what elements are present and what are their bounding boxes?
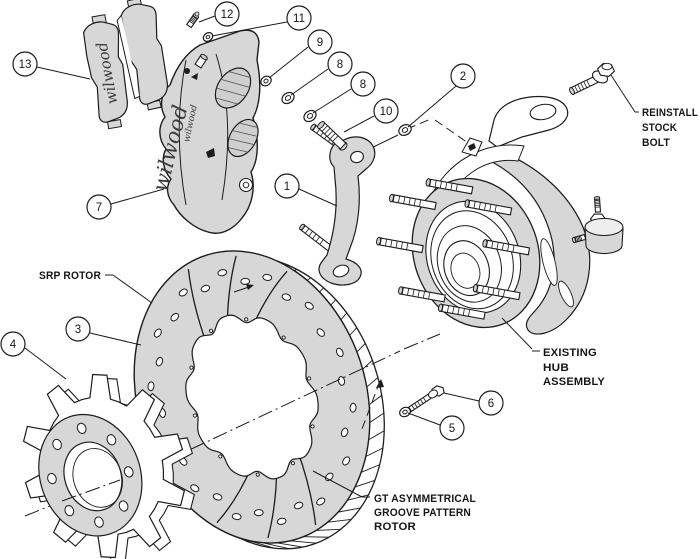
mount-bolt-10 <box>317 121 348 151</box>
label-existing-hub: EXISTING HUB ASSEMBLY <box>501 317 605 388</box>
callout-1: 1 <box>274 173 300 199</box>
hub-text-1: EXISTING <box>543 347 597 359</box>
callout-4-number: 4 <box>10 339 17 351</box>
srp-rotor-text: SRP ROTOR <box>39 270 101 282</box>
shield-tab-slot <box>468 143 476 151</box>
caliper-bolt-hole <box>238 177 254 193</box>
callout-9-number: 9 <box>317 37 323 49</box>
callout-5: 5 <box>439 415 465 441</box>
reinstall-text-2: STOCK <box>642 122 677 134</box>
rotor-washer-5 <box>399 406 411 418</box>
callout-6: 6 <box>478 390 504 416</box>
knuckle-ear-hole <box>529 103 557 121</box>
gt-text-3: ROTOR <box>374 521 416 533</box>
callout-6-number: 6 <box>488 398 494 410</box>
brake-pad-rear <box>116 0 169 111</box>
reinstall-text-3: BOLT <box>642 137 670 149</box>
callout-4: 4 <box>0 331 26 357</box>
callout-3: 3 <box>65 316 91 342</box>
label-reinstall-stock-bolt: REINSTALL STOCK BOLT <box>610 74 698 149</box>
callout-8a: 8 <box>327 51 353 77</box>
bleed-screw-washer-11 <box>202 32 214 42</box>
callout-2-number: 2 <box>460 71 466 83</box>
callout-8b: 8 <box>350 71 376 97</box>
bracket-top-hole <box>350 150 364 164</box>
callout-balloons: 13 12 11 9 8 8 10 2 7 1 3 4 6 5 <box>0 1 504 441</box>
washer-9 <box>260 75 272 87</box>
callout-7: 7 <box>86 194 112 220</box>
rotor-bolt-hardware <box>361 379 445 430</box>
hub-text-3: ASSEMBLY <box>543 376 605 388</box>
knuckle-vent-slot <box>558 280 574 308</box>
brake-pads: wilwood <box>83 0 169 130</box>
bracket-bottom-hole <box>332 264 350 278</box>
callout-8a-number: 8 <box>337 59 343 71</box>
callout-13: 13 <box>12 51 38 77</box>
callout-11: 11 <box>286 5 312 31</box>
gt-text-2: GROOVE PATTERN <box>374 507 471 519</box>
brake-pad-front: wilwood <box>83 14 128 130</box>
rotor-face-details <box>147 255 357 539</box>
knuckle-ear <box>488 95 569 148</box>
callout-10-number: 10 <box>380 106 393 118</box>
bracket-arm <box>318 136 376 286</box>
rotor-hat <box>22 373 195 559</box>
gt-text-1: GT ASYMMETRICAL <box>374 493 476 505</box>
callout-3-number: 3 <box>75 324 81 336</box>
axis-arrow <box>376 379 384 388</box>
callout-2: 2 <box>450 63 476 89</box>
label-gt-rotor: GT ASYMMETRICAL GROOVE PATTERN ROTOR <box>312 470 476 533</box>
callout-9: 9 <box>307 29 333 55</box>
stock-bolt <box>569 62 616 96</box>
caliper: wilwood wilwood <box>148 29 261 234</box>
caliper-bracket <box>299 123 376 286</box>
caliper-panel-edge <box>178 59 187 206</box>
label-srp-rotor: SRP ROTOR <box>39 270 153 304</box>
rotation-arrow <box>233 284 254 293</box>
callout-leaders <box>24 15 480 426</box>
ball-joint <box>571 196 624 255</box>
callout-13-number: 13 <box>19 59 32 71</box>
callout-7-number: 7 <box>96 202 102 214</box>
hub-text-2: HUB <box>543 362 569 374</box>
callout-12-number: 12 <box>221 9 234 21</box>
washer-8b <box>303 109 317 123</box>
srp-rotor <box>133 250 385 550</box>
callout-5-number: 5 <box>449 423 455 435</box>
caliper-bolt-hole-inner <box>242 181 250 189</box>
callout-10: 10 <box>373 98 399 124</box>
hat-centerline <box>61 479 121 502</box>
callout-12: 12 <box>214 1 240 27</box>
mounting-hardware <box>185 11 412 151</box>
wheel-studs <box>376 178 531 320</box>
reinstall-text-1: REINSTALL <box>642 107 698 119</box>
callout-11-number: 11 <box>293 13 305 25</box>
text-labels: SRP ROTOR REINSTALL STOCK BOLT EXISTING … <box>39 74 698 533</box>
rotor-bolt-6 <box>406 385 445 413</box>
rotor-vent-vanes <box>247 256 385 550</box>
caliper-fluid-fittings <box>184 53 215 158</box>
washer-8a <box>281 91 295 105</box>
callout-1-number: 1 <box>284 181 290 193</box>
knuckle-vent-slot <box>540 238 558 286</box>
rotor-centerline <box>167 350 401 461</box>
hub-knuckle-assembly <box>376 95 624 335</box>
caliper-ridge <box>215 53 229 201</box>
callout-8b-number: 8 <box>360 79 366 91</box>
washer-2 <box>398 124 412 136</box>
